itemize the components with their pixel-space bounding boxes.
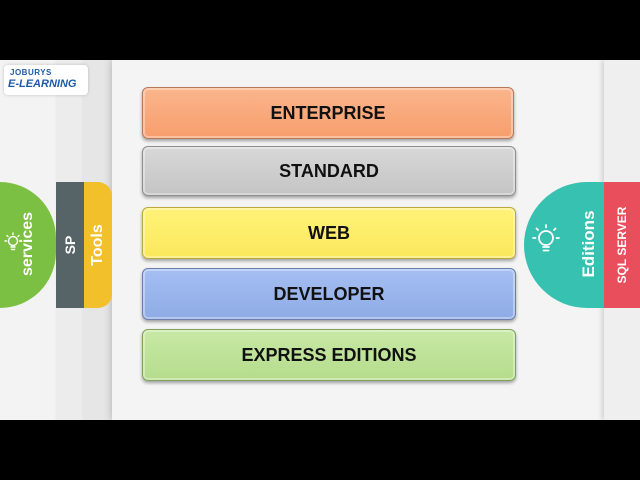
edition-web[interactable]: WEB [142, 207, 516, 259]
edition-standard-label: STANDARD [279, 160, 379, 181]
tab-tools-label: Tools [89, 224, 106, 266]
edition-developer[interactable]: DEVELOPER [142, 268, 516, 320]
logo: JOBURYS E-LEARNING [4, 65, 88, 95]
edition-enterprise[interactable]: ENTERPRISE [142, 87, 514, 139]
lightbulb-icon [4, 232, 22, 251]
lightbulb-icon [532, 224, 560, 252]
letterbox-top [0, 0, 640, 60]
tab-sql-server-label: SQL SERVER [615, 206, 629, 284]
tab-sp-label: SP [62, 235, 78, 255]
edition-web-label: WEB [308, 222, 350, 243]
tab-sql-server[interactable]: SQL SERVER [604, 182, 640, 308]
logo-brand: JOBURYS [10, 68, 52, 77]
slide: JOBURYS E-LEARNING services SP Tools Edi… [0, 60, 640, 420]
edition-enterprise-label: ENTERPRISE [270, 102, 386, 123]
logo-subtitle: E-LEARNING [8, 78, 77, 90]
letterbox-bottom [0, 420, 640, 480]
tab-tools[interactable]: Tools [84, 182, 112, 308]
edition-express[interactable]: EXPRESS EDITIONS [142, 329, 516, 381]
tab-sp[interactable]: SP [56, 182, 84, 308]
edition-express-label: EXPRESS EDITIONS [241, 344, 417, 365]
tab-editions-label: Editions [579, 210, 598, 278]
edition-developer-label: DEVELOPER [273, 283, 385, 304]
edition-standard[interactable]: STANDARD [142, 146, 516, 196]
